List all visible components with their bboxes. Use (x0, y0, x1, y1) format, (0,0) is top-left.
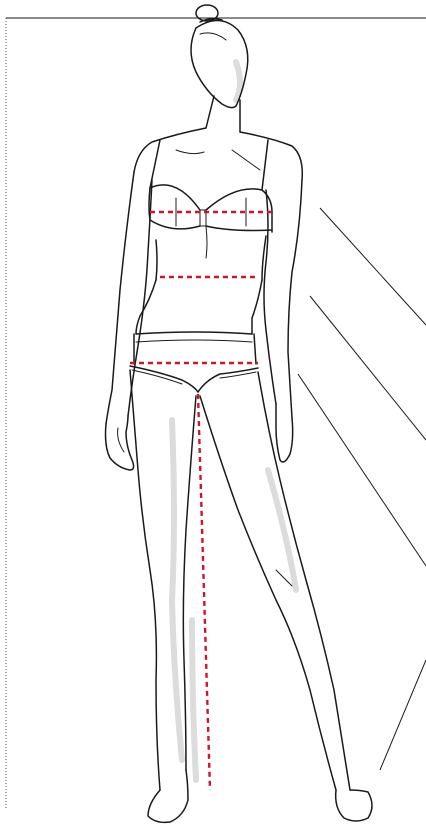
torso (134, 128, 302, 334)
measurement-line-inseam (198, 394, 210, 790)
measurement-lines (130, 212, 274, 790)
guide-line-4 (380, 660, 426, 770)
bra (149, 140, 272, 232)
diagonal-guide-lines (298, 208, 426, 770)
right-arm (264, 180, 302, 462)
left-leg (130, 370, 196, 822)
guide-line-1 (320, 208, 426, 325)
body-shading (172, 62, 296, 780)
right-leg (200, 372, 372, 821)
left-arm (106, 172, 153, 470)
guide-line-3 (298, 374, 426, 566)
